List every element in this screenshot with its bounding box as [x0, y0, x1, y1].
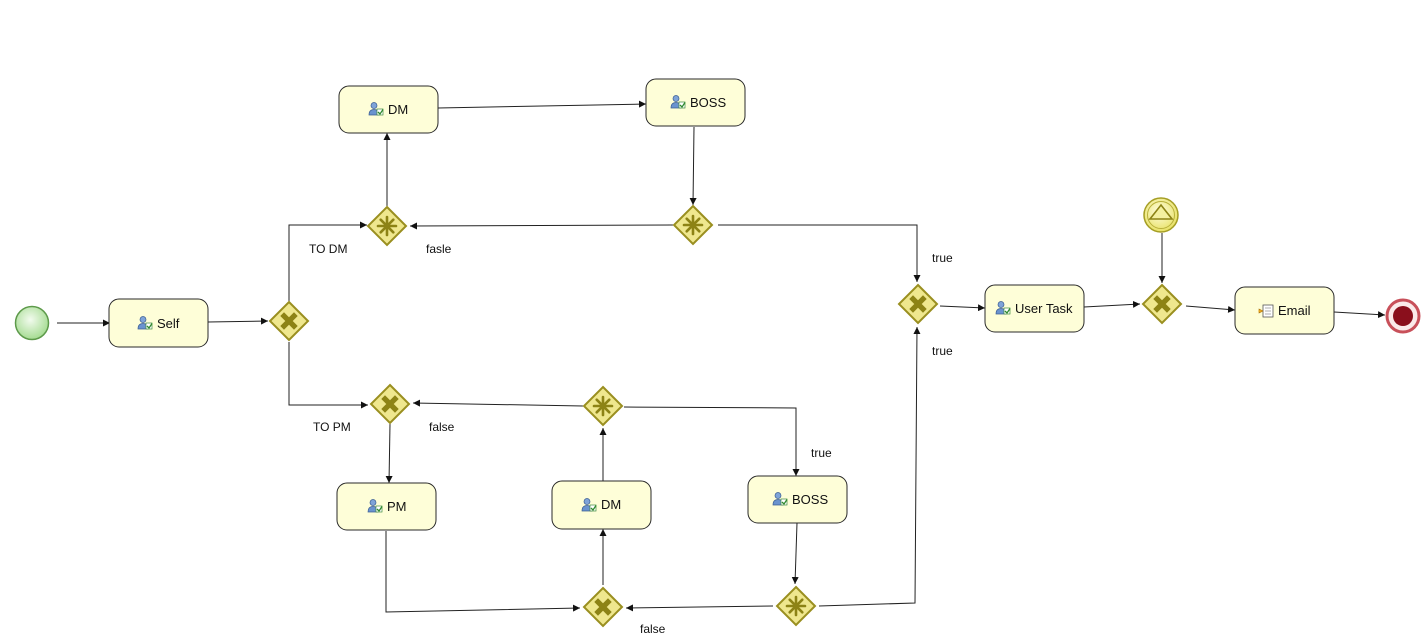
task-dm-top[interactable]: DM [338, 85, 439, 134]
edge-labels: TO DM fasle true true TO PM false true f… [309, 242, 953, 633]
task-box [551, 480, 652, 530]
start-event[interactable] [14, 305, 50, 341]
task-box [336, 482, 437, 531]
gateway-bottom-complex[interactable] [775, 585, 817, 627]
edge-label-false-bottom: false [640, 622, 666, 633]
task-box [984, 284, 1085, 333]
x-mark-icon [1153, 295, 1171, 313]
task-label: PM [387, 499, 407, 514]
task-box [645, 78, 746, 127]
task-user-task[interactable]: User Task [984, 284, 1085, 333]
flow-boss-to-bottom-complex[interactable] [791, 522, 799, 585]
flow-mid-complex-to-boss[interactable] [623, 406, 800, 476]
flow-pm-join-to-pm[interactable] [385, 423, 393, 484]
task-label: DM [601, 497, 621, 512]
gateway-mid-complex[interactable] [582, 385, 624, 427]
flow-mid-complex-to-pm-join[interactable] [412, 399, 584, 407]
task-label: Email [1278, 303, 1311, 318]
task-box [108, 298, 209, 348]
asterisk-mark-icon [592, 395, 614, 417]
gateway-pm-join[interactable] [369, 383, 411, 425]
task-pm[interactable]: PM [336, 482, 437, 531]
task-box [747, 475, 848, 524]
edge-label-true-top: true [932, 251, 953, 265]
signal-event[interactable] [1143, 197, 1179, 233]
end-event[interactable] [1385, 298, 1421, 334]
task-label: DM [388, 102, 408, 117]
asterisk-mark-icon [376, 215, 398, 237]
flow-bottom-complex-to-bottom-join[interactable] [625, 604, 774, 612]
task-self[interactable]: Self [108, 298, 209, 348]
edge-label-true-mid: true [811, 446, 832, 460]
flow-final-join-to-email[interactable] [1185, 305, 1236, 313]
task-label: BOSS [690, 95, 726, 110]
edge-label-to-dm: TO DM [309, 242, 347, 256]
edge-label-to-pm: TO PM [313, 420, 351, 434]
gateway-true-join[interactable] [897, 283, 939, 325]
flow-split-to-dm-join[interactable] [288, 221, 367, 302]
flow-email-to-end[interactable] [1333, 311, 1386, 319]
x-mark-icon [280, 312, 298, 330]
gateway-final-join[interactable] [1141, 283, 1183, 325]
x-mark-icon [381, 395, 399, 413]
gateway-split[interactable] [268, 300, 310, 342]
x-mark-icon [594, 598, 612, 616]
flow-split-to-pm-join[interactable] [288, 342, 368, 409]
task-box [1234, 286, 1335, 335]
task-boss-top[interactable]: BOSS [645, 78, 746, 127]
task-dm-bottom[interactable]: DM [551, 480, 652, 530]
task-email[interactable]: Email [1234, 286, 1335, 335]
task-boss-bottom[interactable]: BOSS [747, 475, 848, 524]
flow-dm-to-boss[interactable] [437, 100, 647, 109]
triangle-signal-icon [1148, 203, 1174, 220]
flow-self-to-split[interactable] [207, 317, 269, 325]
task-label: BOSS [792, 492, 828, 507]
flow-boss-to-top-complex[interactable] [689, 126, 697, 206]
flow-top-complex-to-true-join[interactable] [718, 224, 921, 282]
flow-pm-to-bottom-join[interactable] [385, 531, 581, 613]
edge-label-false-mid: false [429, 420, 455, 434]
gateway-top-complex[interactable] [672, 204, 714, 246]
asterisk-mark-icon [785, 595, 807, 617]
flow-user-task-to-final-join[interactable] [1083, 300, 1141, 308]
gateway-dm-join[interactable] [366, 205, 408, 247]
sequence-flows [57, 100, 1386, 613]
edge-label-fasle: fasle [426, 242, 452, 256]
flow-top-complex-to-dm-join[interactable] [409, 222, 674, 230]
flow-true-join-to-user-task[interactable] [939, 304, 986, 312]
edge-label-true-right: true [932, 344, 953, 358]
x-mark-icon [909, 295, 927, 313]
task-box [338, 85, 439, 134]
asterisk-mark-icon [682, 214, 704, 236]
flow-bottom-complex-to-true-join[interactable] [818, 326, 921, 607]
task-label: Self [157, 316, 180, 331]
gateway-bottom-join[interactable] [582, 586, 624, 628]
task-label: User Task [1015, 301, 1073, 316]
